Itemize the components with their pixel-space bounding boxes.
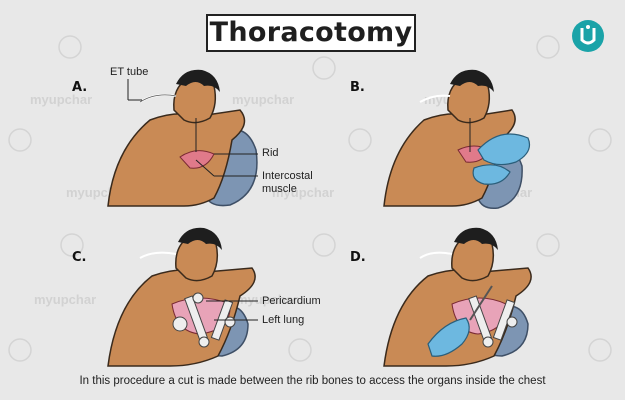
et-tube	[139, 93, 177, 103]
hair	[176, 69, 220, 92]
panel-c-leader-lines	[206, 300, 258, 321]
hair	[454, 227, 498, 250]
rib-retractor	[468, 295, 518, 348]
gloved-hand-upper	[477, 133, 531, 166]
panel-label-b: B.	[350, 80, 365, 95]
panel-label-a: A.	[72, 80, 88, 95]
panel-label-d: D.	[350, 250, 366, 265]
watermark: myupchar	[34, 292, 97, 307]
title-box	[206, 14, 416, 52]
label-left-lung: Left lung	[262, 314, 305, 326]
watermark: myupchar	[236, 292, 299, 307]
watermark: myupchar	[272, 185, 335, 200]
watermark: myupchar	[30, 92, 93, 107]
et-tube	[419, 94, 451, 103]
label-intercostal: Intercostal	[262, 170, 313, 182]
hair	[178, 227, 222, 250]
incision-site	[179, 150, 215, 169]
label-et-tube: ET tube	[110, 66, 149, 78]
label-muscle: muscle	[262, 183, 297, 195]
panel-a-leader-lines	[127, 79, 258, 177]
panel-b-patient	[383, 69, 531, 210]
label-rid: Rid	[262, 147, 279, 159]
gloved-hand-lower	[472, 164, 511, 185]
watermark: myupchar	[232, 92, 295, 107]
et-tube	[139, 251, 177, 259]
panel-label-c: C.	[72, 250, 87, 265]
page-title: Thoracotomy	[209, 17, 413, 48]
watermark-logos	[8, 35, 612, 362]
et-tube	[419, 251, 453, 259]
caption: In this procedure a cut is made between …	[79, 375, 546, 387]
label-pericardium: Pericardium	[262, 295, 321, 307]
torso	[107, 109, 246, 207]
panel-c-patient	[107, 227, 256, 367]
brand-logo-icon	[572, 20, 604, 52]
panel-a-patient	[107, 69, 258, 207]
surgical-instrument	[469, 285, 493, 321]
gloved-hand	[427, 317, 470, 357]
hair	[450, 69, 494, 92]
panel-d-patient	[383, 227, 532, 367]
